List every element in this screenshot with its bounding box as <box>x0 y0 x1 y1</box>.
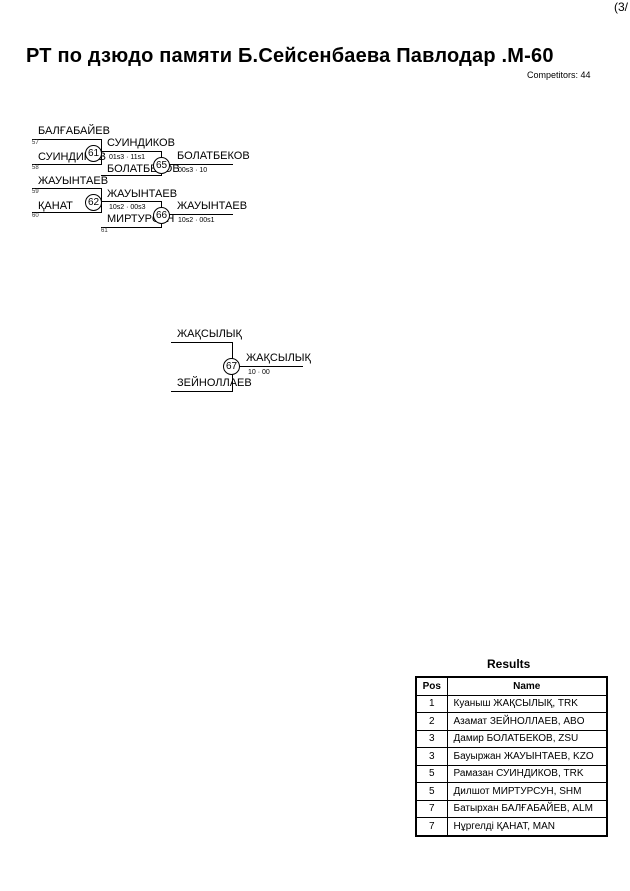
results-header-row: Pos Name <box>415 676 608 696</box>
entrant-seed: 59 <box>32 189 39 195</box>
name-cell: Батырхан БАЛҒАБАЙЕВ, ALM <box>446 799 608 818</box>
pos-cell: 3 <box>415 729 448 748</box>
pos-cell: 5 <box>415 764 448 783</box>
match-number-badge: 62 <box>85 194 102 211</box>
match-score: 10s2 · 00s1 <box>178 217 215 224</box>
competitors-count: Competitors: 44 <box>527 70 591 80</box>
match-winner-name: СУИНДИКОВ <box>107 137 175 149</box>
match-number-badge: 65 <box>153 157 170 174</box>
match-winner-name: ЖАУЫНТАЕВ <box>107 188 178 200</box>
name-cell: Рамазан СУИНДИКОВ, TRK <box>446 764 608 783</box>
name-cell: Дамир БОЛАТБЕКОВ, ZSU <box>446 729 608 748</box>
entrant-seed: 58 <box>32 165 39 171</box>
final-bottom-name: ЗЕЙНОЛЛАЕВ <box>177 377 252 389</box>
match-score: 00s3 · 10 <box>178 167 208 174</box>
pos-cell: 7 <box>415 799 448 818</box>
pos-cell: 7 <box>415 817 448 836</box>
pos-cell: 1 <box>415 694 448 713</box>
entrant-name: ЖАУЫНТАЕВ <box>38 175 109 187</box>
page-title: РТ по дзюдо памяти Б.Сейсенбаева Павлода… <box>26 45 554 67</box>
entrant-name: БАЛҒАБАЙЕВ <box>38 125 110 137</box>
match-score: 01s3 · 11s1 <box>109 154 146 161</box>
match-number-badge: 66 <box>153 207 170 224</box>
entrant-seed: 57 <box>32 140 39 146</box>
pos-cell: 2 <box>415 712 448 731</box>
name-cell: Нұргелді ҚАНАТ, MAN <box>446 817 608 836</box>
pos-cell: 3 <box>415 747 448 766</box>
pos-header: Pos <box>415 676 448 696</box>
match-winner-name: БОЛАТБЕКОВ <box>177 150 250 162</box>
match-number-badge: 61 <box>85 145 102 162</box>
match-score: 10s2 · 00s3 <box>109 204 146 211</box>
name-cell: Куаныш ЖАҚСЫЛЫҚ, TRK <box>446 694 608 713</box>
name-cell: Бауыржан ЖАУЫНТАЕВ, KZO <box>446 747 608 766</box>
pos-cell: 5 <box>415 782 448 801</box>
final-score: 10 · 00 <box>248 369 270 376</box>
match-winner-name: ЖАУЫНТАЕВ <box>177 200 248 212</box>
final-top-name: ЖАҚСЫЛЫҚ <box>177 328 242 340</box>
results-title: Results <box>487 657 531 671</box>
match-number-badge: 67 <box>223 358 240 375</box>
name-header: Name <box>446 676 608 696</box>
name-cell: Азамат ЗЕЙНОЛЛАЕВ, ABO <box>446 712 608 731</box>
entrant-name: ҚАНАТ <box>38 200 73 212</box>
entrant-seed: 60 <box>32 213 39 219</box>
final-winner-name: ЖАҚСЫЛЫҚ <box>246 352 311 364</box>
name-cell: Дилшот МИРТУРСУН, SHM <box>446 782 608 801</box>
page-number: (3/ <box>613 0 628 14</box>
entrant-seed: 61 <box>101 228 108 234</box>
